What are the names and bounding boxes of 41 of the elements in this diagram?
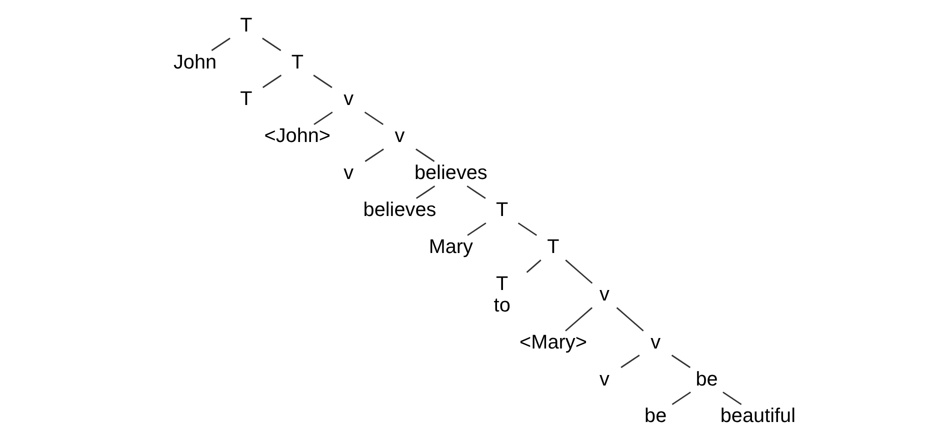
connector	[466, 222, 486, 236]
node-text: v	[650, 331, 660, 354]
node-text: believes	[414, 162, 487, 184]
connector	[466, 186, 486, 199]
connector	[262, 74, 282, 88]
connector	[722, 392, 742, 406]
connector	[262, 38, 281, 52]
node-text: T	[290, 51, 303, 74]
node-text: v	[343, 162, 354, 184]
node-text: T	[240, 14, 252, 36]
node-text: T	[496, 199, 508, 222]
connector	[415, 148, 434, 162]
connector	[210, 38, 230, 52]
connector	[564, 307, 592, 332]
node-text: T	[240, 88, 252, 110]
connector	[415, 186, 435, 199]
connector	[364, 112, 384, 126]
connector	[526, 260, 541, 273]
connector	[517, 222, 537, 236]
connector	[620, 354, 640, 368]
connector	[671, 392, 690, 406]
node-text: T to	[493, 273, 510, 316]
node-text: <Mary>	[519, 331, 586, 354]
connector	[312, 74, 332, 88]
connector	[616, 307, 644, 332]
connector	[364, 148, 384, 162]
connector	[313, 112, 332, 126]
node-text: v	[598, 284, 609, 306]
node-text: T	[546, 236, 559, 258]
node-text: v	[343, 88, 354, 110]
node-text: v	[598, 368, 609, 390]
node-text: John	[173, 51, 216, 74]
connector	[670, 354, 690, 368]
node-text: believes	[362, 199, 436, 222]
node-text: Mary	[428, 236, 472, 258]
node-text: v	[394, 125, 404, 148]
connector	[564, 260, 592, 284]
node-text: <John>	[264, 125, 330, 148]
node-text: beautiful	[720, 405, 796, 428]
node-text: be	[644, 405, 666, 428]
node-text: be	[695, 368, 718, 390]
